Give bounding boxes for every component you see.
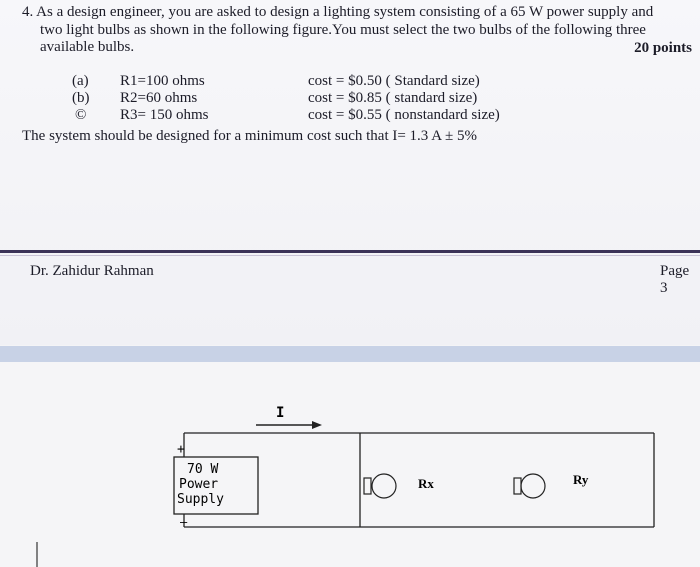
power-supply-box (173, 456, 259, 515)
author-name: Dr. Zahidur Rahman (30, 263, 154, 279)
supply-power-label: Power (179, 477, 218, 492)
question-line-3: available bulbs. (40, 39, 135, 55)
supply-word-label: Supply (177, 492, 224, 507)
footer-divider-thin (0, 255, 700, 256)
points-value: 20 points (634, 40, 692, 56)
ry-label: Ry (573, 472, 589, 487)
rx-label: Rx (418, 476, 434, 491)
current-arrow-head (312, 421, 322, 429)
option-b-label: (b) (72, 90, 90, 106)
option-a-resistor: R1=100 ohms (120, 73, 205, 89)
option-a-label: (a) (72, 73, 89, 89)
option-b-resistor: R2=60 ohms (120, 90, 198, 106)
option-c-cost: cost = $0.55 ( nonstandard size) (308, 107, 500, 123)
constraint-text: The system should be designed for a mini… (22, 128, 477, 144)
minus-label: — (180, 515, 188, 529)
option-a-cost: cost = $0.50 ( Standard size) (308, 73, 480, 89)
footer-divider (0, 250, 700, 253)
option-c-resistor: R3= 150 ohms (120, 107, 209, 123)
rx-bulb-icon (371, 473, 397, 499)
circuit-page (0, 362, 700, 567)
question-line-2: two light bulbs as shown in the followin… (40, 22, 646, 38)
option-b-cost: cost = $0.85 ( standard size) (308, 90, 478, 106)
ry-bulb-base (513, 477, 522, 495)
option-c-label: © (75, 107, 87, 123)
ry-bulb-icon (520, 473, 546, 499)
supply-watt-label: 70 W (187, 462, 218, 477)
page-number: Page 3 (660, 263, 690, 296)
current-label: I (276, 405, 284, 421)
rx-bulb-base (363, 477, 372, 495)
question-page (0, 0, 700, 345)
page-break-band (0, 346, 700, 362)
circuit-diagram: I + 70 W Power Supply — Rx Ry (36, 405, 655, 567)
question-line-1: 4. As a design engineer, you are asked t… (22, 4, 654, 20)
plus-label: + (177, 442, 185, 457)
